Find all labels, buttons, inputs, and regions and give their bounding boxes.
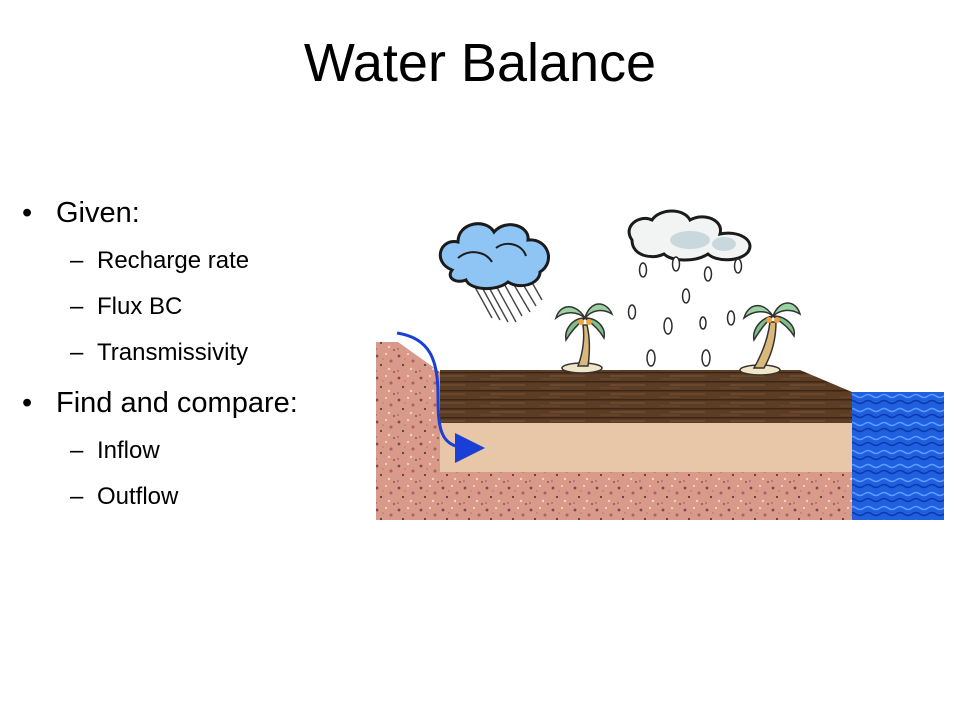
bullet-find-and-compare: • Find and compare: [22, 382, 392, 424]
slope-rock [376, 342, 440, 420]
sub-item-flux-bc: – Flux BC [22, 284, 392, 330]
sub-dash: – [70, 339, 84, 366]
sub-item-transmissivity: – Transmissivity [22, 330, 392, 376]
sub-dash: – [70, 293, 84, 320]
sub-item-label: Outflow [97, 483, 179, 510]
sub-dash: – [70, 437, 84, 464]
sub-dash: – [70, 247, 84, 274]
sub-item-outflow: – Outflow [22, 474, 392, 520]
soil-layer [440, 370, 852, 423]
sub-item-label: Inflow [97, 437, 160, 464]
sub-dash: – [70, 483, 84, 510]
water-icon [852, 392, 944, 520]
sub-item-recharge-rate: – Recharge rate [22, 238, 392, 284]
bullet-given: • Given: [22, 192, 392, 234]
given-sub-list: – Recharge rate – Flux BC – Transmissivi… [22, 238, 392, 376]
sub-item-label: Transmissivity [97, 339, 249, 366]
bullet-list: • Given: – Recharge rate – Flux BC – Tra… [22, 192, 392, 526]
slide-title: Water Balance [303, 33, 657, 93]
sub-item-inflow: – Inflow [22, 428, 392, 474]
sub-item-label: Flux BC [97, 293, 183, 320]
sub-item-label: Recharge rate [97, 247, 250, 274]
aquifer-diagram [376, 209, 944, 520]
palm-tree-icon [739, 302, 802, 376]
bullet-label: Find and compare: [56, 387, 298, 419]
bullet-dot: • [22, 197, 33, 229]
aquifer-layer [440, 423, 852, 472]
cloud-icon [627, 209, 752, 262]
find-sub-list: – Inflow – Outflow [22, 428, 392, 520]
palm-tree-icon [554, 303, 614, 374]
raindrop-group [627, 256, 743, 367]
bullet-label: Given: [56, 197, 140, 229]
rain-cloud-icon [438, 222, 550, 323]
bedrock-layer [376, 342, 852, 520]
flow-arrow-icon [396, 331, 485, 463]
bullet-dot: • [22, 387, 33, 419]
